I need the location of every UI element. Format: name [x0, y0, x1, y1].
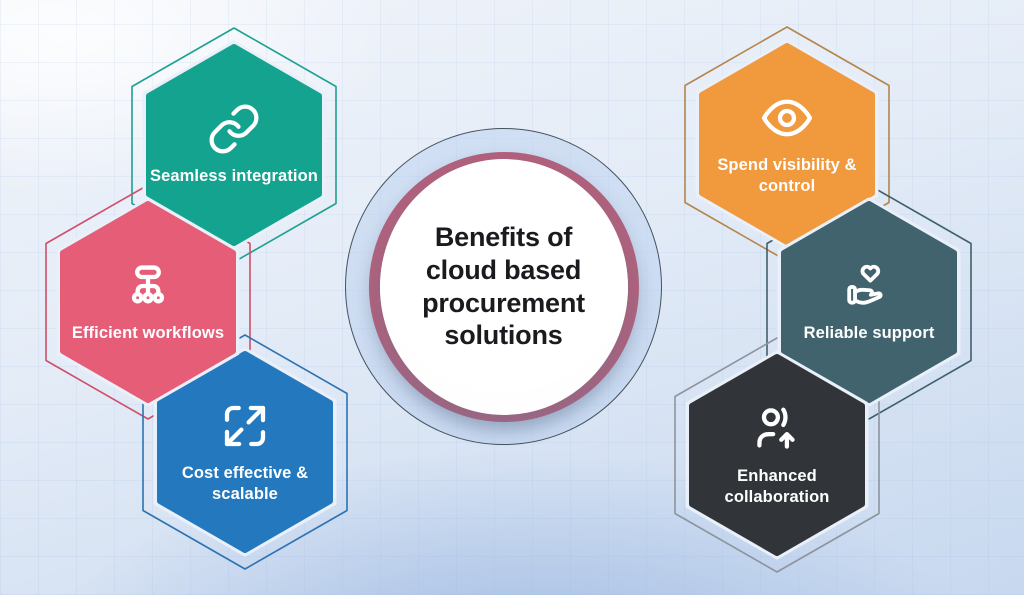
hexagon-enhanced-collaboration: Enhanced collaboration	[657, 325, 897, 585]
link-icon	[207, 102, 261, 156]
center-title-line: cloud based	[425, 254, 582, 285]
hexagon-label: Efficient workflows	[71, 324, 225, 343]
hexagon-label: Enhanced collaboration	[724, 466, 830, 506]
efficient-workflows-outline-hexagon	[45, 184, 251, 420]
center-outer-circle: Benefits of cloud based procurement solu…	[345, 128, 662, 445]
hexagon-cost-effective-scalable: Cost effective & scalable	[125, 322, 365, 582]
center-rose-ring: Benefits of cloud based procurement solu…	[368, 151, 639, 422]
hexagon-label: Seamless integration	[150, 167, 318, 186]
center-title-line: Benefits of	[434, 221, 573, 252]
hexagon-fill	[689, 354, 865, 556]
center-circle: Benefits of cloud based procurement solu…	[379, 158, 628, 415]
hexagon-efficient-workflows: Efficient workflows	[28, 172, 268, 432]
hexagon-fill	[157, 351, 333, 553]
hexagon-label: Spend visibility & control	[717, 155, 857, 195]
center-title-line: solutions	[444, 320, 563, 351]
hexagon-spend-visibility-control: Spend visibility & control	[667, 14, 907, 274]
hand-heart-icon	[842, 259, 896, 313]
hexagon-label: Cost effective & scalable	[181, 463, 309, 503]
eye-icon	[760, 91, 814, 145]
expand-icon	[218, 399, 272, 453]
center-title: Benefits of cloud based procurement solu…	[422, 221, 585, 353]
workflow-icon	[121, 259, 175, 313]
hexagon-seamless-integration: Seamless integration	[114, 15, 354, 275]
hexagon-fill	[699, 43, 875, 245]
hexagon-reliable-support: Reliable support	[749, 172, 989, 432]
hexagon-label: Reliable support	[803, 324, 935, 343]
center-title-line: procurement	[422, 287, 585, 318]
user-growth-icon	[750, 402, 804, 456]
reliable-support-outline-hexagon	[766, 184, 972, 420]
